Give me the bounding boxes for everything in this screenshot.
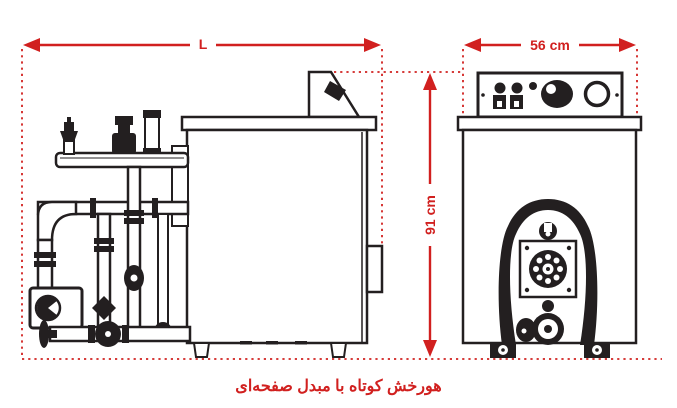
burner-motor-icon xyxy=(516,313,564,345)
dotted-extension-lines xyxy=(21,49,662,360)
gate-valve-handwheel-icon xyxy=(39,320,57,348)
front-foot-right xyxy=(584,343,610,358)
pump-flange-valve-icon xyxy=(88,321,129,347)
elbow-pipe xyxy=(36,200,78,242)
burner-assembly xyxy=(498,199,598,345)
front-foot-left xyxy=(490,343,516,358)
width-dimension-label: 56 cm xyxy=(530,37,570,53)
supply-pipe xyxy=(54,151,190,169)
side-foot-left xyxy=(192,342,211,358)
side-foot-right xyxy=(329,342,348,358)
panel-switch-icon xyxy=(510,82,523,109)
ball-valve-icon xyxy=(112,116,136,154)
front-boiler-lid xyxy=(456,115,643,132)
check-valve-icon xyxy=(92,296,116,320)
length-dimension-label: L xyxy=(198,36,208,52)
panel-switch-icon xyxy=(493,82,506,109)
height-dimension-label: 91 cm xyxy=(422,195,438,235)
side-boiler-lid xyxy=(180,115,378,132)
thermostat-knob-icon xyxy=(541,80,573,108)
piping-assembly xyxy=(28,110,192,348)
side-control-knob-icon xyxy=(324,81,346,101)
burner-bell-housing xyxy=(498,199,598,345)
burner-fan-icon xyxy=(529,250,567,288)
indicator-lamp-icon xyxy=(529,82,537,90)
circulation-pump-icon xyxy=(28,286,84,330)
front-view-boiler xyxy=(456,71,643,358)
side-boiler-body xyxy=(185,128,369,345)
gauge-icon xyxy=(583,80,611,108)
width-dimension-arrow xyxy=(464,38,636,52)
valve-handle-icon xyxy=(124,265,144,291)
height-dimension-arrow xyxy=(423,73,437,357)
ignition-fitting-icon xyxy=(539,222,557,240)
side-handle xyxy=(365,244,384,294)
safety-valve-icon xyxy=(60,117,78,155)
side-view-boiler xyxy=(180,70,384,358)
length-dimension-arrow xyxy=(23,38,381,52)
diagram-caption: هورخش کوتاه با مبدل صفحه‌ای xyxy=(235,378,442,395)
air-vent-icon xyxy=(143,110,161,154)
